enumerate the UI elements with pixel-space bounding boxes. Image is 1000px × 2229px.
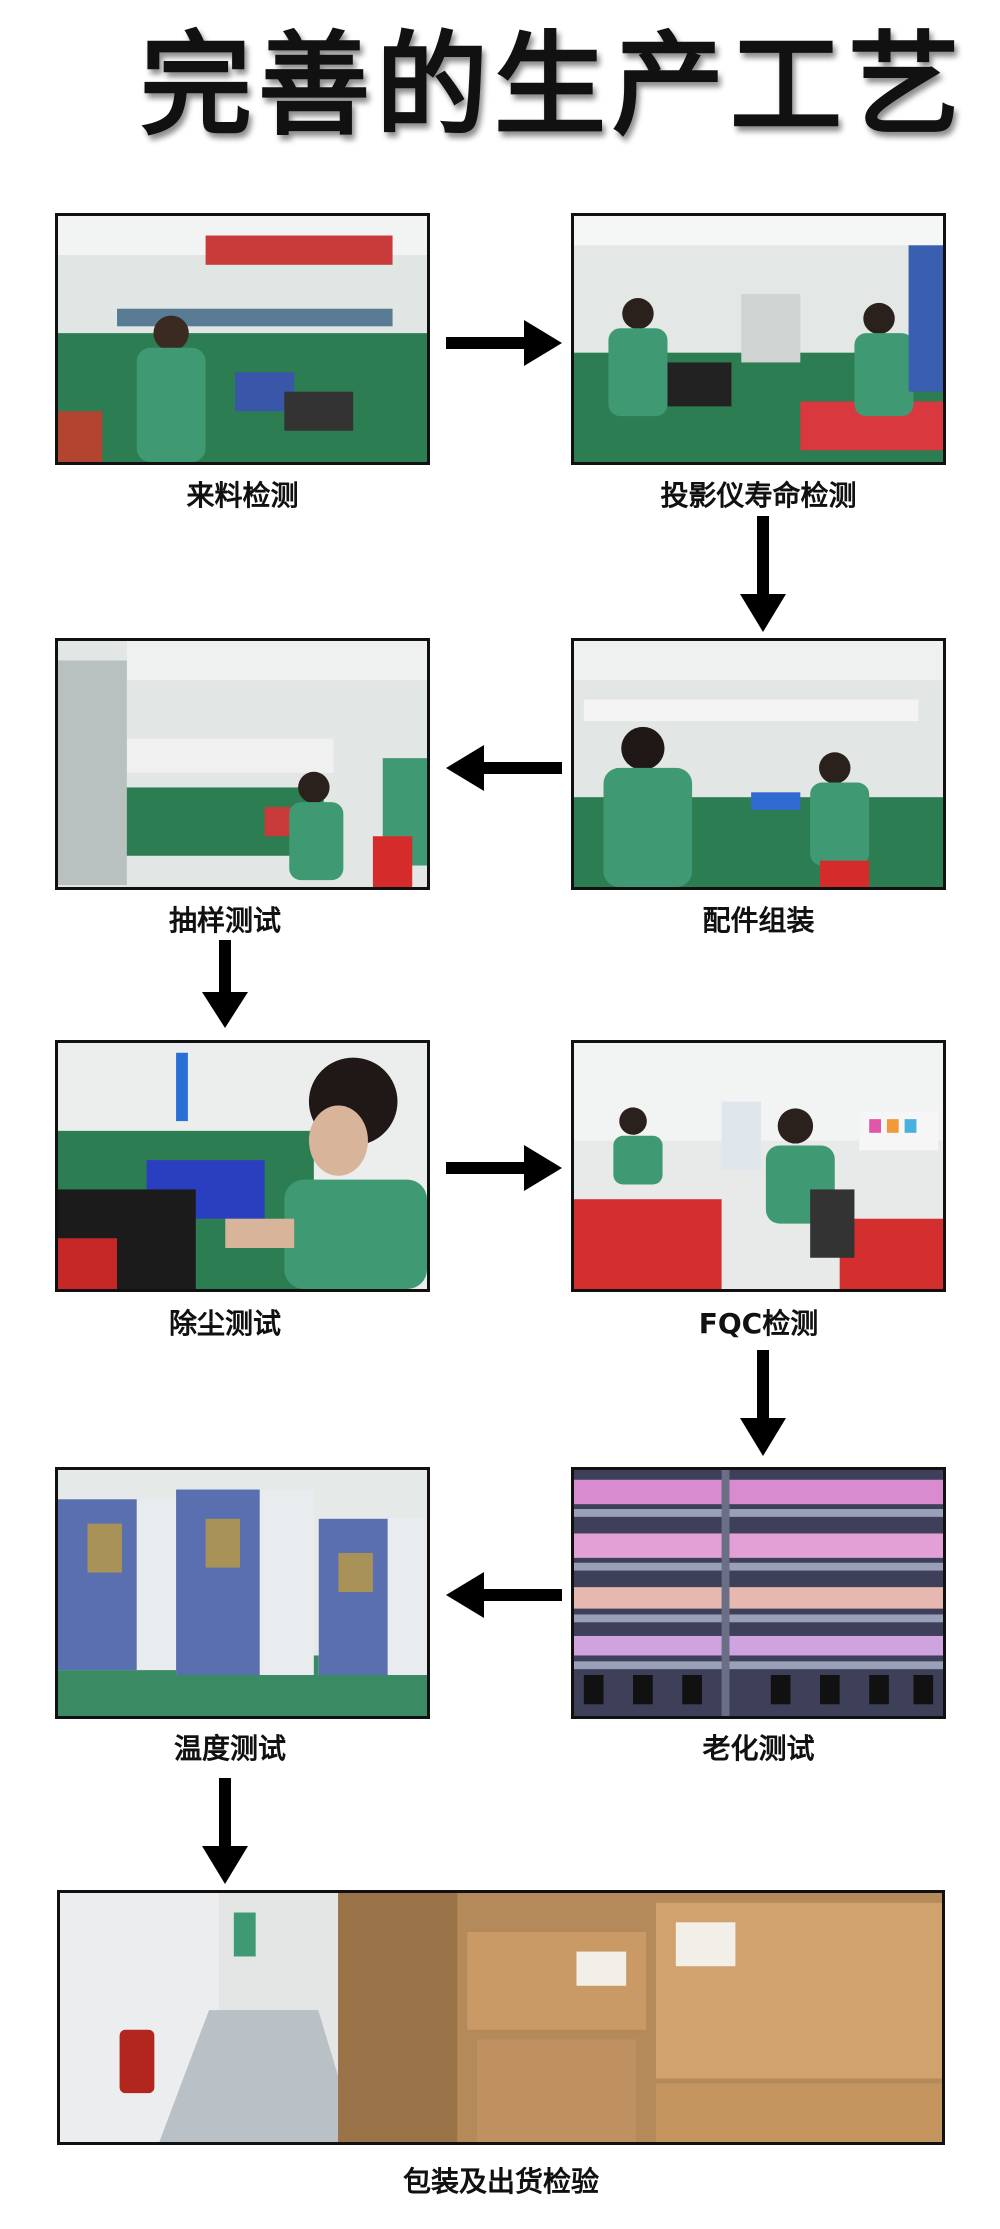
step-label: 包装及出货检验 bbox=[402, 2165, 599, 2198]
page-title: 完善的生产工艺 bbox=[140, 21, 966, 151]
step-label: 除尘测试 bbox=[168, 1307, 281, 1340]
photo-incoming-inspection bbox=[55, 213, 430, 465]
photo-dust-test bbox=[55, 1040, 430, 1292]
arrow-left-icon bbox=[446, 743, 562, 793]
step-label: 来料检测 bbox=[186, 479, 299, 512]
photo-sampling-test bbox=[55, 638, 430, 890]
step-label: FQC检测 bbox=[698, 1307, 819, 1340]
factory-scene-image bbox=[574, 1470, 943, 1716]
step-label: 配件组装 bbox=[702, 904, 815, 937]
factory-scene-image bbox=[58, 1470, 427, 1716]
factory-scene-image bbox=[58, 1043, 427, 1289]
photo-fqc-inspection bbox=[571, 1040, 946, 1292]
factory-scene-image bbox=[574, 216, 943, 462]
photo-packaging-shipping bbox=[57, 1890, 945, 2145]
arrow-down-icon bbox=[200, 940, 250, 1028]
arrow-down-icon bbox=[200, 1778, 250, 1884]
arrow-down-icon bbox=[738, 516, 788, 632]
photo-aging-test bbox=[571, 1467, 946, 1719]
arrow-right-icon bbox=[446, 1143, 562, 1193]
arrow-right-icon bbox=[446, 318, 562, 368]
step-label: 温度测试 bbox=[173, 1732, 286, 1765]
factory-scene-image bbox=[58, 216, 427, 462]
factory-scene-image bbox=[574, 1043, 943, 1289]
arrow-left-icon bbox=[446, 1570, 562, 1620]
photo-lifespan-test bbox=[571, 213, 946, 465]
factory-scene-image bbox=[60, 1893, 942, 2142]
arrow-down-icon bbox=[738, 1350, 788, 1456]
step-label: 抽样测试 bbox=[168, 904, 281, 937]
photo-accessory-assembly bbox=[571, 638, 946, 890]
step-label: 老化测试 bbox=[702, 1732, 815, 1765]
factory-scene-image bbox=[58, 641, 427, 887]
factory-scene-image bbox=[574, 641, 943, 887]
photo-temperature-test bbox=[55, 1467, 430, 1719]
step-label: 投影仪寿命检测 bbox=[660, 479, 857, 512]
